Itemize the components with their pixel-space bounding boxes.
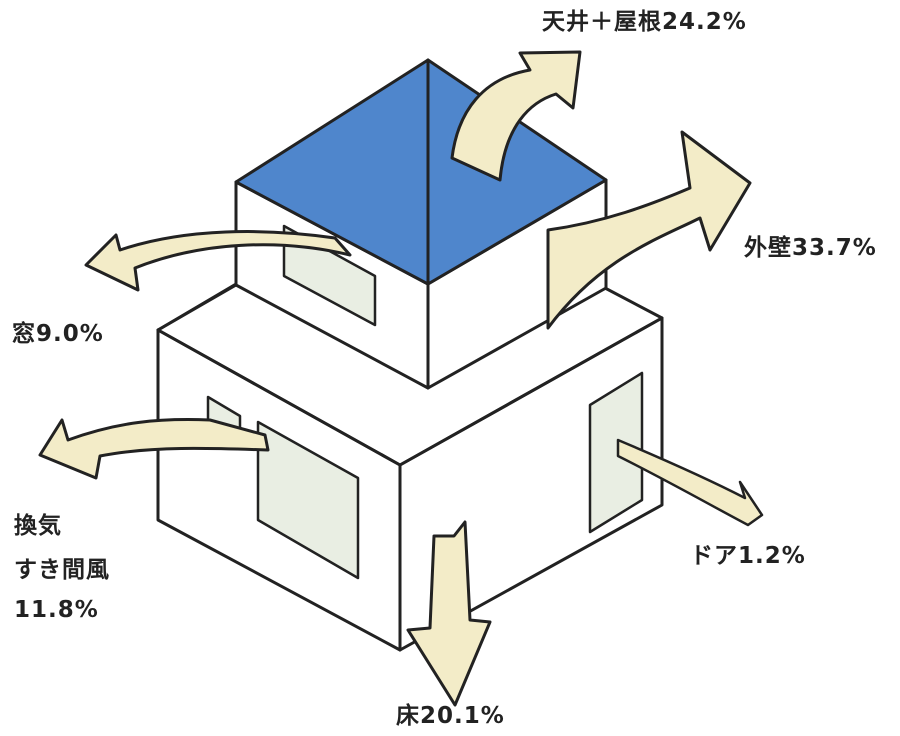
exterior-wall-label: 外壁33.7% (744, 235, 877, 261)
door-label: ドア1.2% (690, 543, 806, 569)
window-heat-loss-arrow (84, 230, 352, 292)
wall-heat-loss-arrow (546, 130, 752, 330)
ventilation-label-line3: 11.8% (14, 597, 99, 623)
lower-large-window (256, 420, 360, 580)
upper-window (282, 224, 377, 327)
ventilation-heat-loss-arrow (38, 418, 270, 480)
roof-ceiling-label: 天井＋屋根24.2% (542, 9, 747, 35)
window-label: 窓9.0% (12, 321, 104, 347)
floor-label: 床20.1% (396, 703, 505, 729)
ventilation-label-line1: 換気 (14, 513, 62, 539)
lower-block-top-edges (156, 283, 664, 467)
floor-heat-loss-arrow (406, 520, 492, 707)
roof-heat-loss-arrow (450, 50, 582, 182)
ventilation-label-line2: すき間風 (14, 557, 110, 583)
door-heat-loss-arrow (616, 438, 764, 527)
door (588, 371, 644, 534)
